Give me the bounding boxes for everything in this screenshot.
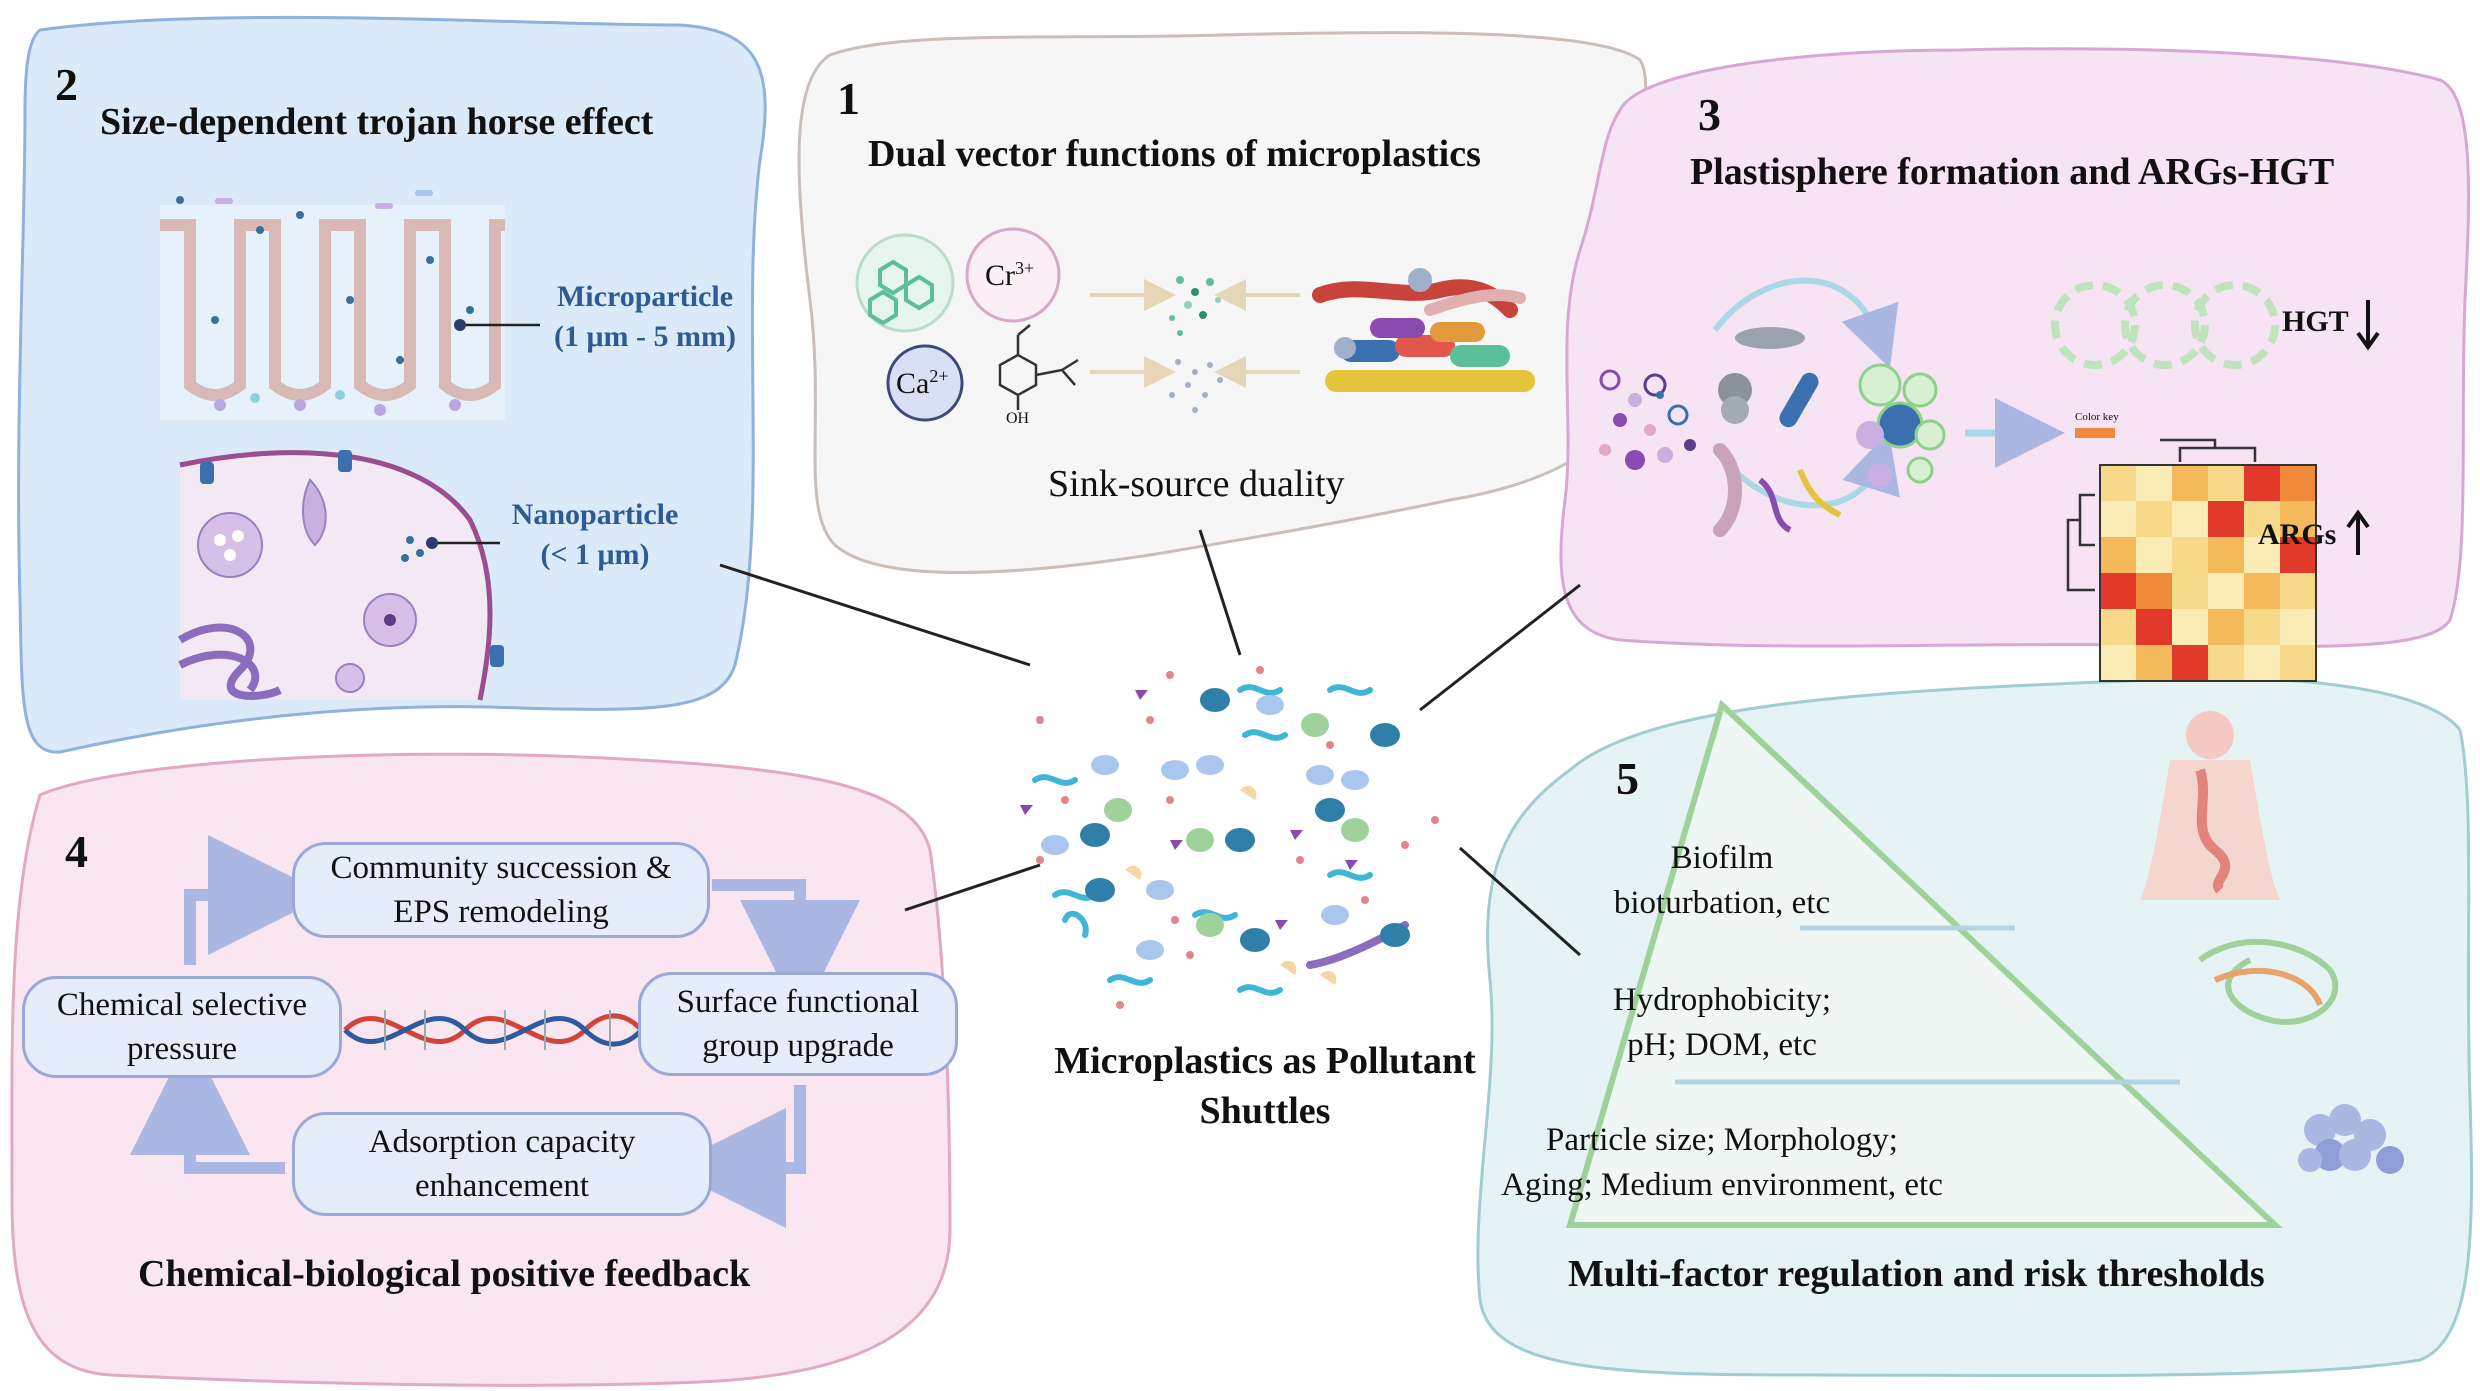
connector-panel1: [1198, 529, 1242, 656]
heatmap-cell: [2280, 609, 2316, 645]
microplastic-particle-cloud: [1169, 276, 1223, 413]
heatmap-border: [2099, 464, 2317, 682]
heatmap-cell: [2244, 645, 2280, 681]
color-key-bar: [2075, 428, 2115, 438]
heatmap-cell: [2208, 645, 2244, 681]
heatmap-cell: [2136, 501, 2172, 537]
args-label: ARGs: [2258, 518, 2337, 551]
panel3-number: 3: [1698, 89, 1721, 140]
heatmap-cell: [2172, 537, 2208, 573]
dna-helix-icon: [343, 1010, 647, 1050]
heatmap-cell: [2208, 501, 2244, 537]
color-key-label: Color key: [2075, 411, 2119, 423]
panel1-number: 1: [837, 73, 860, 124]
heatmap-cell: [2136, 465, 2172, 501]
heatmap-cell: [2136, 573, 2172, 609]
panel3-title: Plastisphere formation and ARGs-HGT: [1690, 151, 2335, 193]
calcium-ion-circle: [886, 344, 964, 422]
heatmap-cell: [2172, 465, 2208, 501]
heatmap-cell: [2208, 465, 2244, 501]
hgt-plasmid-icon: [2051, 281, 2279, 369]
hydroxyl-label: OH: [1006, 410, 1030, 427]
arrow-bottom-to-left: [130, 1035, 285, 1174]
microparticle-range: (1 μm - 5 mm): [554, 320, 736, 353]
connector-panel5: [1459, 846, 1581, 957]
heatmap-cell: [2208, 537, 2244, 573]
heatmap-cell: [2172, 573, 2208, 609]
heatmap-cell: [2172, 501, 2208, 537]
heatmap-cell: [2136, 609, 2172, 645]
heatmap-cell: [2100, 465, 2136, 501]
arrow-left-to-top: [184, 835, 328, 965]
nanoparticle-range: (< 1 μm): [540, 538, 650, 571]
phenol-molecule-icon: [998, 324, 1079, 410]
villi-particles: [176, 190, 474, 416]
bacteria-community-icon: [1713, 327, 1842, 537]
panel5-number: 5: [1616, 753, 1639, 804]
central-microplastics-cluster: [1020, 666, 1439, 1009]
panel5-title: Multi-factor regulation and risk thresho…: [1568, 1253, 2265, 1295]
chromium-ion-circle: [965, 227, 1061, 323]
heatmap-cell: [2244, 609, 2280, 645]
arrow-right-to-bottom: [666, 1085, 806, 1228]
panel1-title: Dual vector functions of microplastics: [868, 133, 1481, 175]
heatmap-cell: [2100, 645, 2136, 681]
cell-endocytosis-illustration: [177, 450, 504, 701]
args-heatmap: [2099, 464, 2317, 682]
colonized-cells-cluster: [1856, 363, 1946, 487]
center-title: Microplastics as Pollutant Shuttles: [1054, 1040, 1476, 1132]
heatmap-cell: [2100, 573, 2136, 609]
heatmap-cell: [2280, 573, 2316, 609]
sink-source-caption: Sink-source duality: [1048, 463, 1345, 505]
heatmap-cell: [2244, 537, 2280, 573]
heatmap-cell: [2100, 609, 2136, 645]
connector-panel2: [719, 563, 1031, 667]
microparticle-label: Microparticle: [556, 280, 734, 313]
heatmap-cell: [2208, 609, 2244, 645]
human-body-icon: [2140, 711, 2280, 900]
heatmap-cell: [2172, 645, 2208, 681]
biofilm-microbes-illustration: [1312, 268, 1535, 392]
heatmap-cell: [2244, 501, 2280, 537]
plastisphere-cycle-top: [1712, 277, 1899, 369]
heatmap-cell: [2100, 501, 2136, 537]
connector-panel3: [1419, 583, 1581, 712]
heatmap-cell: [2136, 645, 2172, 681]
heatmap-cell: [2280, 537, 2316, 573]
connector-panel4: [904, 863, 1041, 912]
heatmap-cell: [2280, 501, 2316, 537]
heatmap-cell: [2172, 609, 2208, 645]
panel2-title: Size-dependent trojan horse effect: [100, 101, 654, 143]
heatmap-cell: [2244, 465, 2280, 501]
risk-pyramid: [1565, 699, 2283, 1228]
arrow-top-to-right: [712, 879, 860, 1020]
organic-molecule-icon: [868, 259, 934, 326]
heatmap-dendrogram: [2066, 438, 2257, 592]
chromium-ion-label: Cr3+: [985, 258, 1035, 292]
calcium-ion-label: Ca2+: [896, 366, 949, 400]
microbial-particles-cluster: [1599, 369, 1696, 470]
heatmap-cell: [2136, 537, 2172, 573]
panel4-number: 4: [65, 826, 88, 877]
hgt-label: HGT: [2282, 305, 2349, 338]
heatmap-cell: [2280, 645, 2316, 681]
nanoparticle-label: Nanoparticle: [511, 498, 679, 531]
heatmap-cell: [2208, 573, 2244, 609]
panel2-number: 2: [55, 59, 78, 110]
microplastic-fiber-icon: [2198, 938, 2339, 1025]
intestinal-villi-illustration: [160, 205, 505, 420]
particle-cluster-icon: [2298, 1104, 2404, 1174]
heatmap-cell: [2244, 573, 2280, 609]
heatmap-cell: [2280, 465, 2316, 501]
community-succession-box: Community succession &EPS remodeling: [292, 842, 710, 938]
heatmap-cell: [2100, 537, 2136, 573]
panel4-title: Chemical-biological positive feedback: [138, 1253, 751, 1295]
